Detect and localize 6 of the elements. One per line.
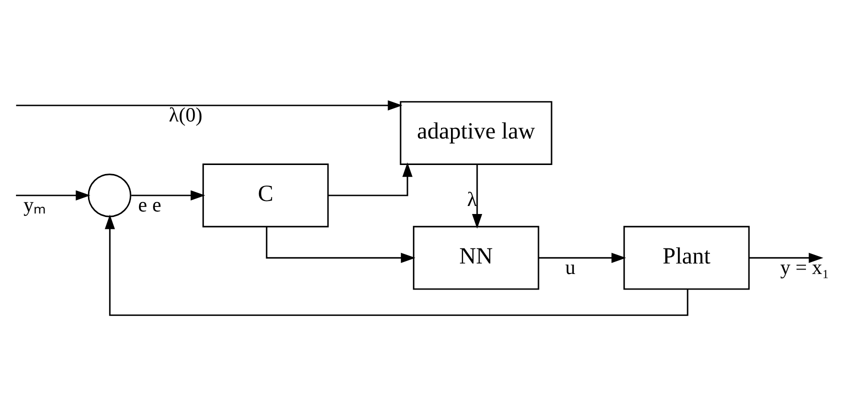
- edge-label: e e: [138, 194, 162, 217]
- edge-label: u: [565, 257, 576, 280]
- edge-label: λ(0): [168, 104, 202, 127]
- edge-label: yₘ: [24, 194, 46, 217]
- edge-label: y = x₁: [780, 257, 830, 280]
- edge-label: λ: [467, 188, 477, 211]
